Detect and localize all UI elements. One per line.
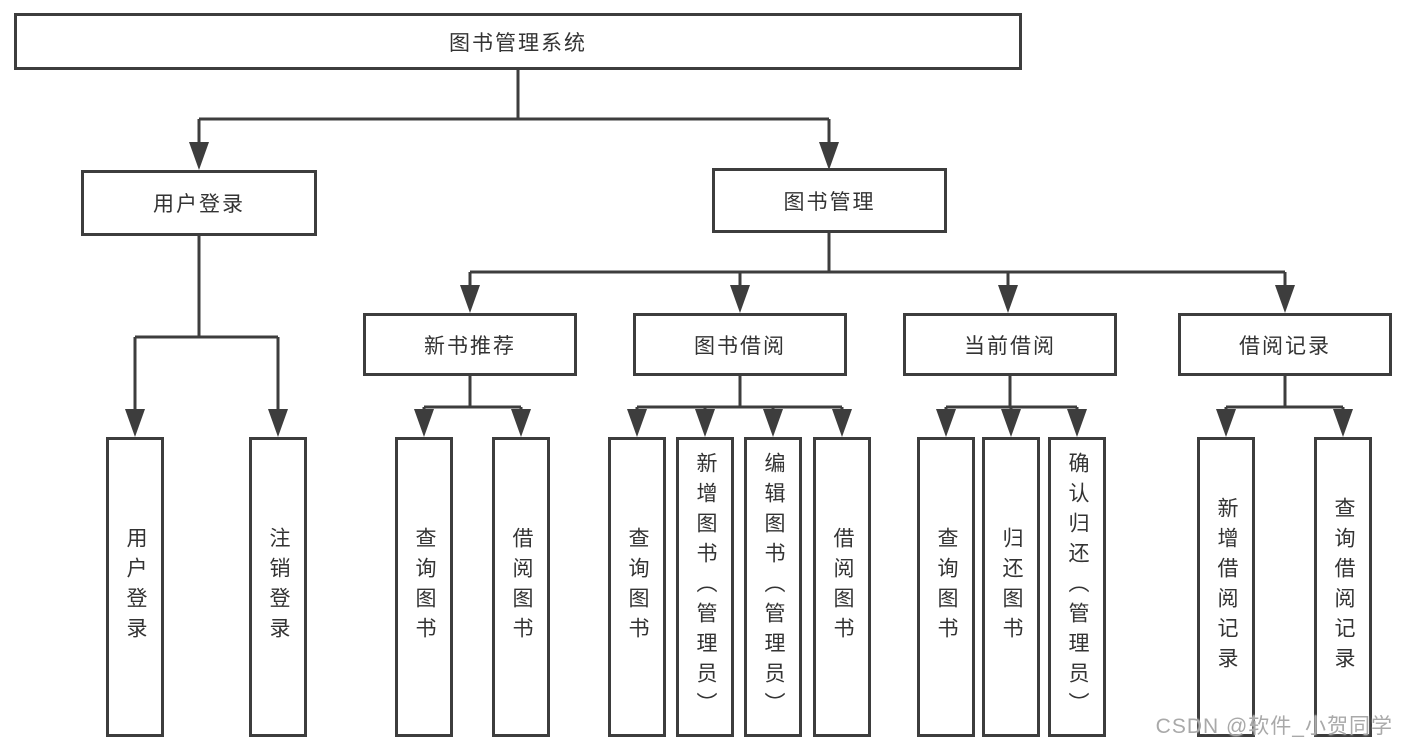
arrowhead-icon bbox=[1001, 409, 1021, 437]
arrowheads bbox=[125, 142, 1353, 437]
leaf-label: 注销登录 bbox=[267, 527, 290, 647]
leaf-logout: 注销登录 bbox=[249, 437, 307, 737]
leaf-label: 用户登录 bbox=[124, 527, 147, 647]
leaf-label: 新增借阅记录 bbox=[1215, 497, 1238, 677]
arrowhead-icon bbox=[460, 285, 480, 313]
arrowhead-icon bbox=[763, 409, 783, 437]
node-label: 图书管理 bbox=[783, 190, 876, 214]
leaf-label: 新增图书（管理员） bbox=[694, 452, 717, 722]
node-book-borrowing: 图书借阅 bbox=[633, 313, 847, 376]
arrowhead-icon bbox=[414, 409, 434, 437]
leaf-recommend-query-books: 查询图书 bbox=[395, 437, 453, 737]
leaf-borrowing-query-books: 查询图书 bbox=[608, 437, 666, 737]
arrowhead-icon bbox=[268, 409, 288, 437]
node-root-library-management-system: 图书管理系统 bbox=[14, 13, 1022, 70]
leaf-label: 查询图书 bbox=[626, 527, 649, 647]
node-borrowing-records: 借阅记录 bbox=[1178, 313, 1392, 376]
node-new-book-recommendation: 新书推荐 bbox=[363, 313, 577, 376]
leaf-records-add-borrow-record: 新增借阅记录 bbox=[1197, 437, 1255, 737]
arrowhead-icon bbox=[998, 285, 1018, 313]
arrowhead-icon bbox=[189, 142, 209, 170]
arrowhead-icon bbox=[832, 409, 852, 437]
node-label: 当前借阅 bbox=[964, 334, 1056, 358]
arrowhead-icon bbox=[1275, 285, 1295, 313]
arrowhead-icon bbox=[1216, 409, 1236, 437]
leaf-records-query-borrow-record: 查询借阅记录 bbox=[1314, 437, 1372, 737]
node-book-management: 图书管理 bbox=[712, 168, 947, 233]
leaf-current-query-books: 查询图书 bbox=[917, 437, 975, 737]
arrowhead-icon bbox=[1333, 409, 1353, 437]
connector-paths bbox=[133, 70, 1345, 412]
leaf-label: 查询图书 bbox=[935, 527, 958, 647]
leaf-label: 查询图书 bbox=[413, 527, 436, 647]
arrowhead-icon bbox=[125, 409, 145, 437]
node-label: 用户登录 bbox=[153, 193, 245, 216]
node-current-borrowing: 当前借阅 bbox=[903, 313, 1117, 376]
node-label: 借阅记录 bbox=[1239, 334, 1331, 358]
leaf-borrowing-add-books-admin: 新增图书（管理员） bbox=[676, 437, 734, 737]
arrowhead-icon bbox=[730, 285, 750, 313]
arrowhead-icon bbox=[695, 409, 715, 437]
arrowhead-icon bbox=[511, 409, 531, 437]
leaf-label: 编辑图书（管理员） bbox=[762, 452, 785, 722]
leaf-borrowing-borrow-books: 借阅图书 bbox=[813, 437, 871, 737]
leaf-label: 查询借阅记录 bbox=[1332, 497, 1355, 677]
leaf-label: 借阅图书 bbox=[510, 527, 533, 647]
leaf-borrowing-edit-books-admin: 编辑图书（管理员） bbox=[744, 437, 802, 737]
arrowhead-icon bbox=[936, 409, 956, 437]
leaf-recommend-borrow-books: 借阅图书 bbox=[492, 437, 550, 737]
leaf-label: 确认归还（管理员） bbox=[1066, 452, 1089, 722]
node-label: 新书推荐 bbox=[424, 334, 516, 358]
leaf-user-login: 用户登录 bbox=[106, 437, 164, 737]
node-label: 图书管理系统 bbox=[449, 31, 587, 55]
leaf-label: 归还图书 bbox=[1000, 527, 1023, 647]
csdn-watermark: CSDN @软件_小贺同学 bbox=[1155, 715, 1393, 738]
leaf-current-confirm-return-admin: 确认归还（管理员） bbox=[1048, 437, 1106, 737]
arrowhead-icon bbox=[1067, 409, 1087, 437]
node-user-login: 用户登录 bbox=[81, 170, 317, 236]
leaf-label: 借阅图书 bbox=[831, 527, 854, 647]
node-label: 图书借阅 bbox=[694, 334, 786, 358]
arrowhead-icon bbox=[627, 409, 647, 437]
arrowhead-icon bbox=[819, 142, 839, 170]
leaf-current-return-books: 归还图书 bbox=[982, 437, 1040, 737]
